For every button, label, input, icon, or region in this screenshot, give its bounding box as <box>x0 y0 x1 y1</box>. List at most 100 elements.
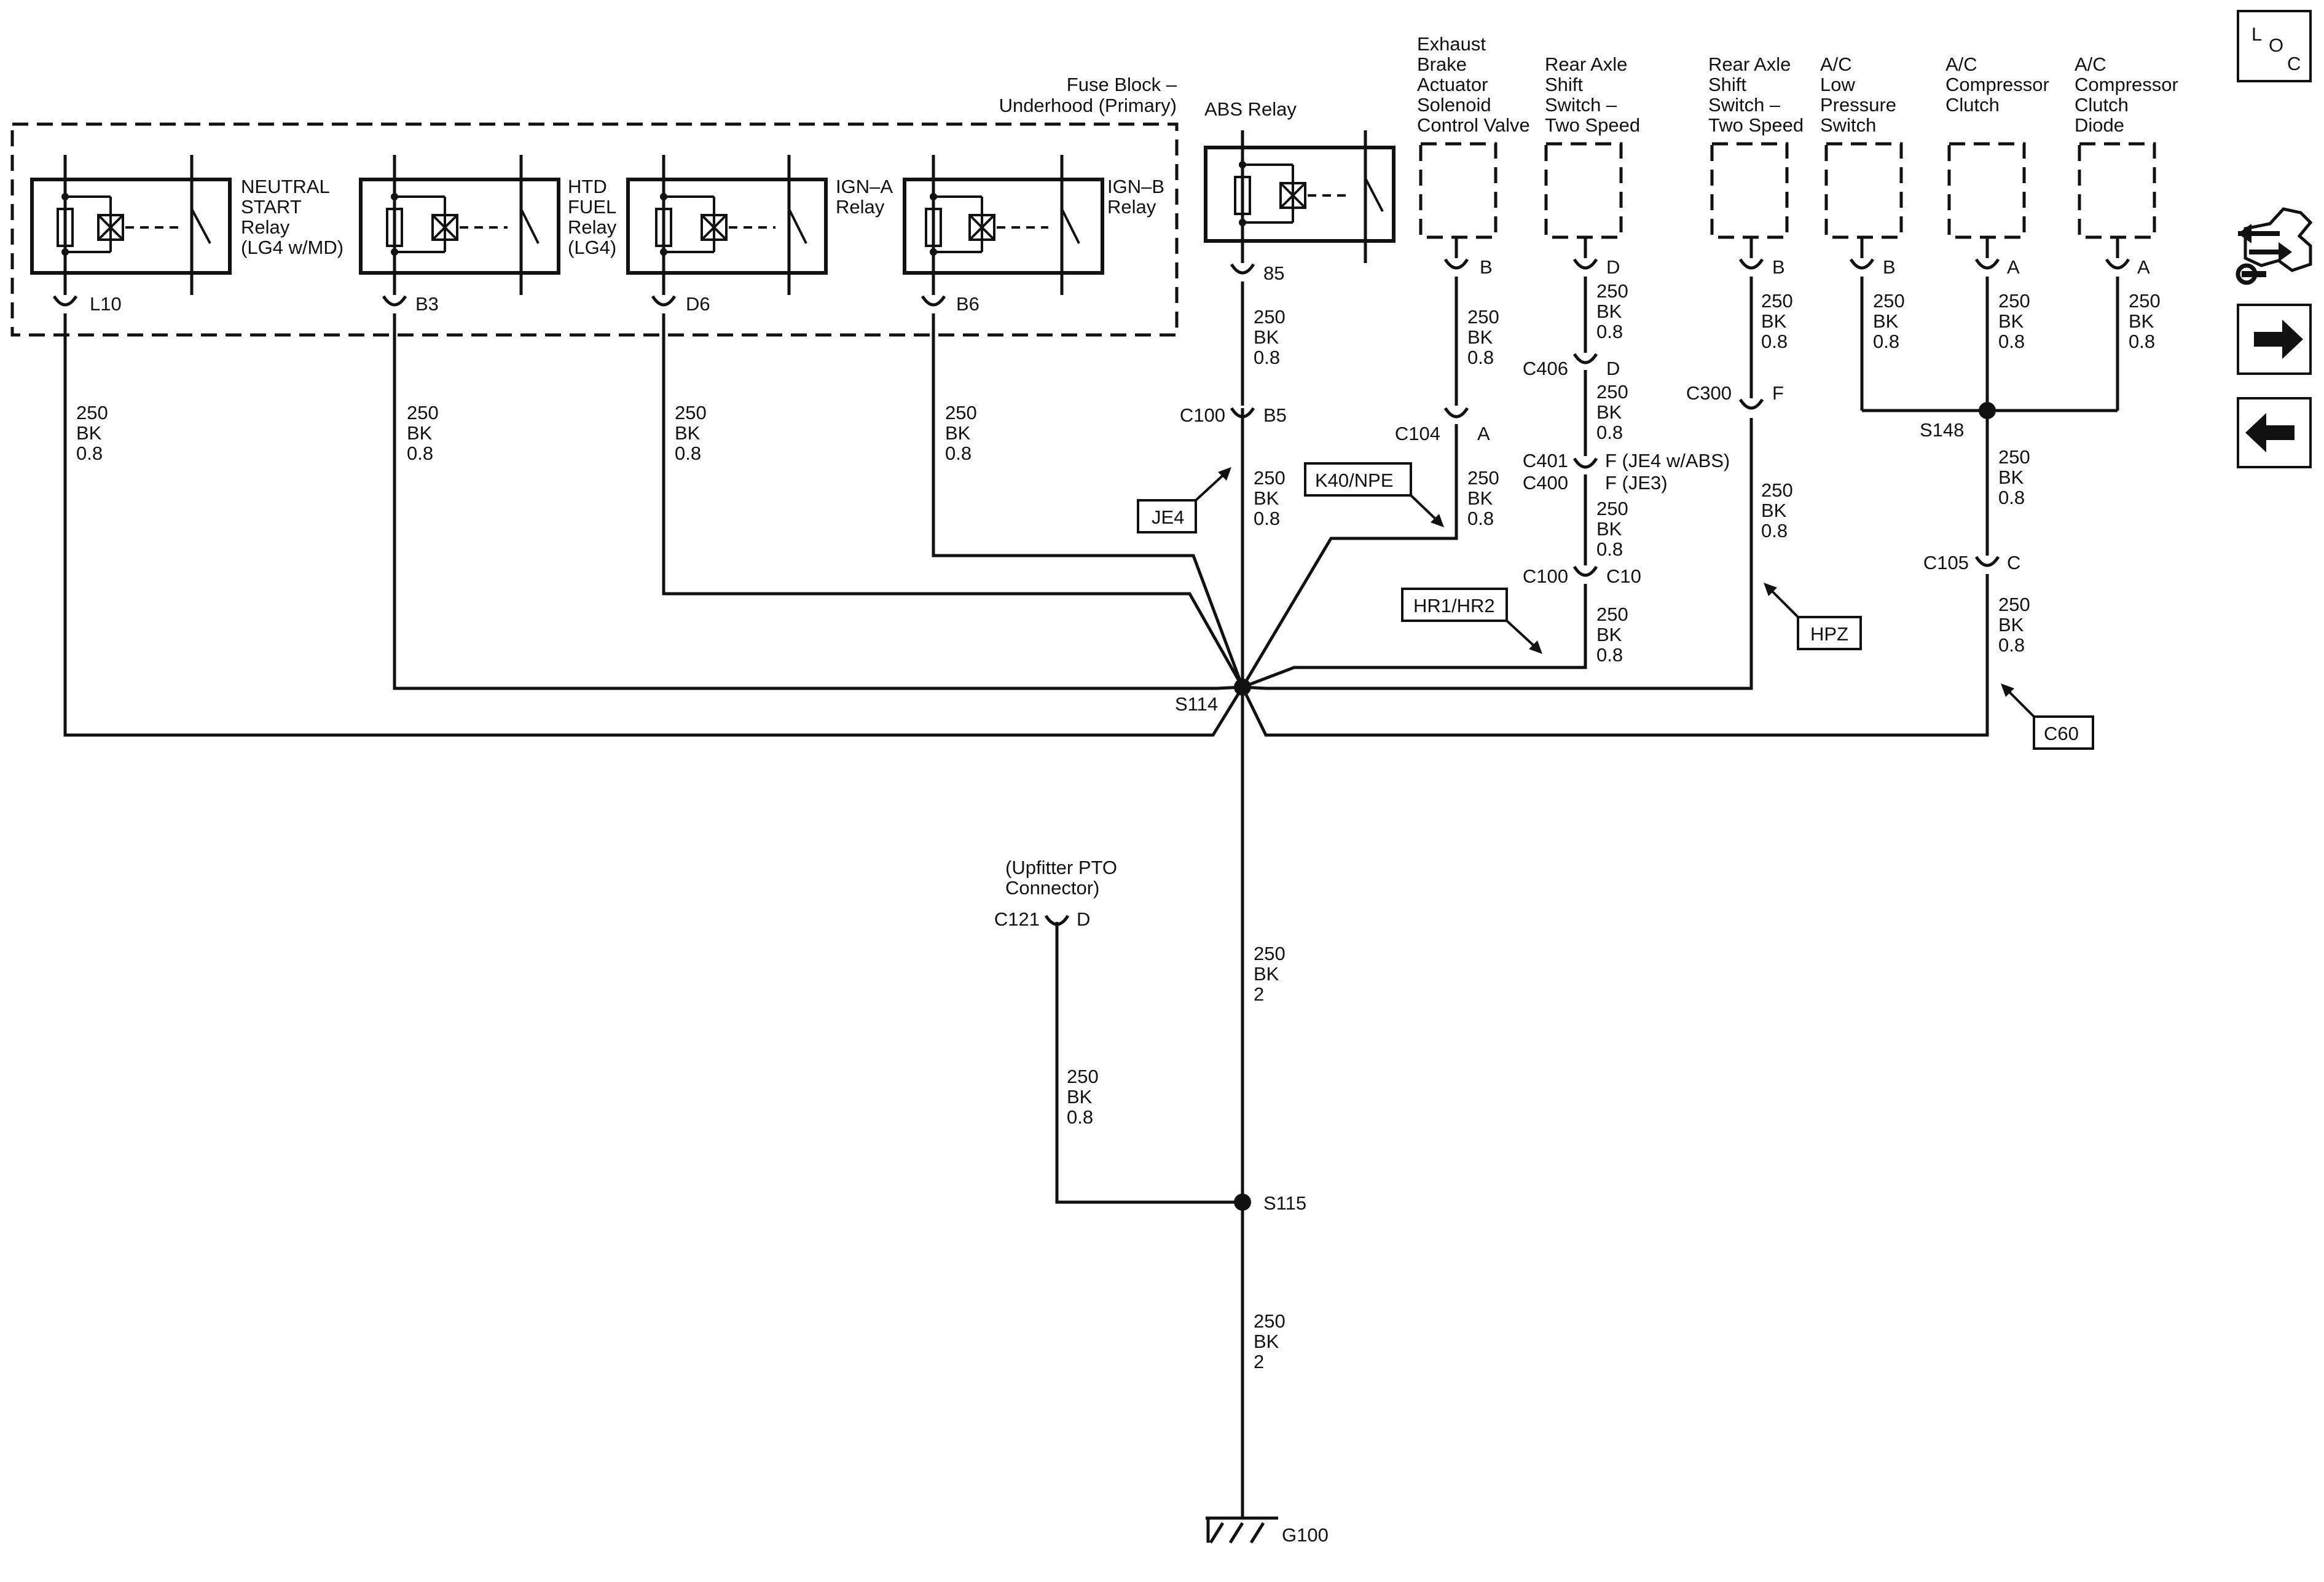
fuse-block-outline <box>10 122 1179 337</box>
svg-text:Two Speed: Two Speed <box>1545 114 1640 136</box>
pin-b6: B6 <box>956 293 979 315</box>
component-ac-low-pressure-switch <box>1824 142 1903 270</box>
option-tag-k40: K40/NPE <box>1304 462 1444 527</box>
svg-text:BK: BK <box>1467 326 1493 348</box>
connector-c100b-id: C100 <box>1523 565 1568 587</box>
splice-s115 <box>1234 1194 1251 1211</box>
svg-text:2: 2 <box>1254 1351 1264 1372</box>
connector-c401-id: C401 <box>1523 450 1568 471</box>
component-ac-low-pressure-label: A/C Low Pressure Switch <box>1820 53 1896 136</box>
ground-symbol <box>1206 1516 1278 1544</box>
connector-c300-id: C300 <box>1686 382 1732 404</box>
svg-text:Exhaust: Exhaust <box>1417 33 1486 55</box>
ground-label: G100 <box>1282 1524 1329 1546</box>
svg-text:0.8: 0.8 <box>1596 422 1623 443</box>
svg-text:O: O <box>2269 34 2283 56</box>
svg-text:0.8: 0.8 <box>1596 644 1623 666</box>
svg-text:250: 250 <box>1596 381 1628 403</box>
svg-text:0.8: 0.8 <box>945 443 972 464</box>
splice-s148 <box>1979 402 1996 419</box>
svg-text:Low: Low <box>1820 74 1855 95</box>
svg-text:Shift: Shift <box>1708 74 1746 95</box>
svg-text:Clutch: Clutch <box>2075 94 2129 116</box>
component-locator-icon[interactable] <box>2236 207 2313 285</box>
pin-rear-axle-2-b: B <box>1772 256 1785 278</box>
svg-text:(LG4 w/MD): (LG4 w/MD) <box>241 237 343 258</box>
pin-b3: B3 <box>415 293 439 315</box>
svg-text:0.8: 0.8 <box>1254 347 1280 368</box>
svg-text:BK: BK <box>1998 466 2024 488</box>
svg-text:BK: BK <box>1761 500 1787 521</box>
next-page-icon <box>2254 320 2303 359</box>
svg-text:250: 250 <box>76 402 108 423</box>
option-tag-je4: JE4 <box>1137 467 1231 533</box>
svg-text:BK: BK <box>1254 963 1279 985</box>
splice-s148-label: S148 <box>1920 419 1964 441</box>
svg-text:Relay: Relay <box>1107 196 1156 218</box>
svg-text:0.8: 0.8 <box>407 443 433 464</box>
svg-text:Compressor: Compressor <box>2075 74 2178 95</box>
inline-connectors <box>1044 353 2000 926</box>
svg-text:Compressor: Compressor <box>1945 74 2049 95</box>
pin-rear-axle-1-d: D <box>1606 256 1620 278</box>
svg-text:250: 250 <box>1998 290 2030 312</box>
splice-s115-label: S115 <box>1263 1192 1306 1214</box>
svg-text:Solenoid: Solenoid <box>1417 94 1491 116</box>
next-page-button[interactable] <box>2237 304 2312 375</box>
abs-relay-title: ABS Relay <box>1204 98 1297 120</box>
svg-text:BK: BK <box>945 422 971 444</box>
svg-text:IGN–A: IGN–A <box>836 176 893 197</box>
svg-text:250: 250 <box>1998 446 2030 468</box>
connector-c406-id: C406 <box>1523 358 1568 379</box>
relay-htd-fuel-label: HTD FUEL Relay (LG4) <box>568 176 617 258</box>
connector-symbol <box>382 295 407 307</box>
svg-text:250: 250 <box>945 402 977 423</box>
option-tag-hpz: HPZ <box>1764 583 1862 650</box>
svg-text:0.8: 0.8 <box>1761 331 1788 352</box>
svg-text:250: 250 <box>1596 498 1628 519</box>
pin-ac-diode-a: A <box>2137 256 2150 278</box>
svg-text:BK: BK <box>1254 1331 1279 1352</box>
svg-text:(LG4): (LG4) <box>568 237 616 258</box>
svg-text:BK: BK <box>1596 518 1622 540</box>
svg-text:250: 250 <box>1596 280 1628 302</box>
svg-text:250: 250 <box>407 402 439 423</box>
svg-text:250: 250 <box>1254 306 1286 328</box>
pin-ac-low-b: B <box>1883 256 1896 278</box>
svg-text:HPZ: HPZ <box>1810 623 1848 645</box>
svg-text:Switch –: Switch – <box>1708 94 1781 116</box>
svg-text:Control Valve: Control Valve <box>1417 114 1530 136</box>
svg-text:250: 250 <box>675 402 707 423</box>
svg-text:250: 250 <box>1761 290 1793 312</box>
svg-text:250: 250 <box>1254 943 1286 964</box>
loc-button[interactable]: L O C <box>2237 10 2312 82</box>
splice-s114 <box>1234 679 1251 696</box>
svg-text:K40/NPE: K40/NPE <box>1315 470 1394 491</box>
previous-page-button[interactable] <box>2237 397 2312 468</box>
connector-symbol <box>52 295 78 307</box>
svg-text:Relay: Relay <box>568 216 617 238</box>
connector-c300-pin: F <box>1772 382 1784 404</box>
svg-text:IGN–B: IGN–B <box>1107 176 1164 197</box>
svg-text:250: 250 <box>1998 594 2030 615</box>
svg-text:250: 250 <box>1596 604 1628 625</box>
svg-text:BK: BK <box>1998 614 2024 636</box>
svg-text:Switch –: Switch – <box>1545 94 1617 116</box>
svg-text:NEUTRAL: NEUTRAL <box>241 176 330 197</box>
svg-text:BK: BK <box>1761 310 1787 332</box>
connector-symbol <box>1230 263 1255 275</box>
svg-text:BK: BK <box>1873 310 1899 332</box>
